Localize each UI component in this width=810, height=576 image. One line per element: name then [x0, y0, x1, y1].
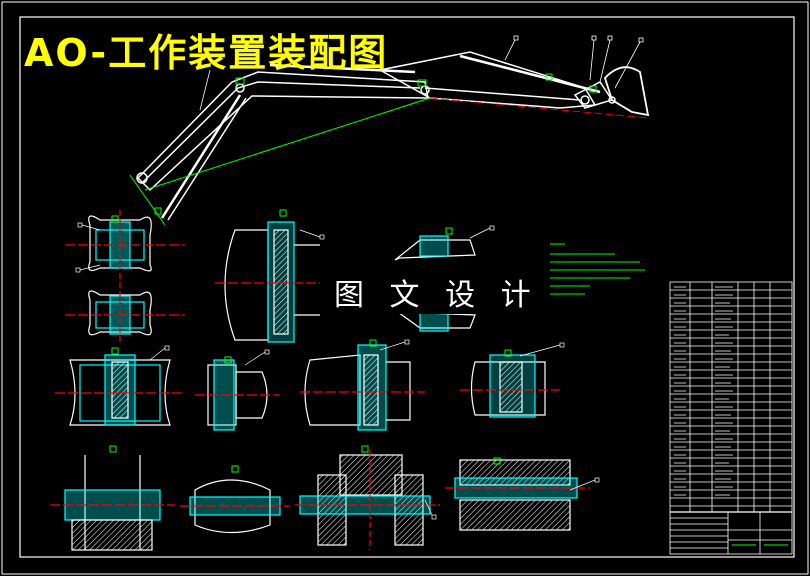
part-callouts	[75, 222, 600, 520]
main-leaders	[199, 35, 644, 111]
main-assembly-accents	[129, 73, 649, 226]
boom-cylinder	[160, 94, 242, 219]
detail-view-j	[295, 450, 440, 550]
boom	[136, 71, 429, 192]
detail-view-d	[55, 354, 185, 426]
arm	[377, 51, 597, 109]
dimension-marks	[109, 209, 512, 473]
bucket	[603, 66, 650, 117]
drawing-title: AO-工作装置装配图	[24, 31, 389, 75]
watermark-text: 图 文 设 计	[328, 270, 545, 314]
detail-view-f	[300, 344, 425, 431]
detail-view-a	[65, 210, 185, 345]
detail-view-b	[215, 221, 320, 343]
parts-list-table	[669, 281, 793, 555]
detail-view-k	[445, 459, 590, 531]
detail-view-i	[180, 479, 290, 534]
bucket-cylinder	[459, 54, 601, 94]
detail-view-e	[195, 359, 280, 431]
inner-border	[19, 16, 795, 558]
parts-list-entries	[674, 286, 733, 496]
detail-view-h	[50, 455, 175, 551]
detail-view-g	[460, 354, 560, 418]
arm-cylinder	[269, 63, 416, 74]
main-assembly-view	[136, 51, 650, 221]
technical-notes	[550, 243, 645, 295]
